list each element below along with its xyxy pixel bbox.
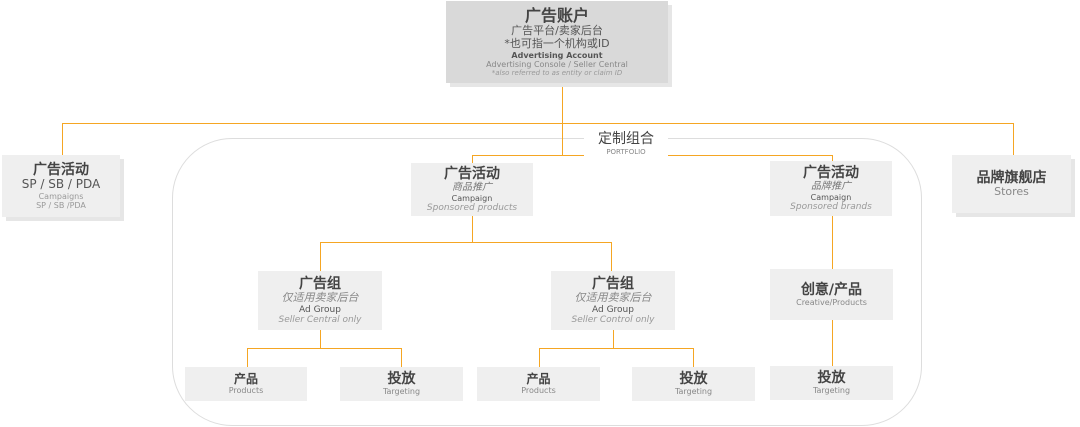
creative-node: 创意/产品 Creative/Products <box>770 269 893 320</box>
node-en: Products <box>228 386 264 396</box>
connector <box>562 84 563 155</box>
connector <box>1013 123 1014 155</box>
connector <box>62 123 63 155</box>
node-title: 广告活动 <box>444 165 500 182</box>
advertising-account-node: 广告账户 广告平台/卖家后台 *也可指一个机构或ID Advertising A… <box>446 1 668 83</box>
targeting-node: 投放 Targeting <box>340 367 463 401</box>
node-title: 产品 <box>233 371 258 386</box>
node-en: Seller Control only <box>571 314 655 325</box>
connector <box>320 242 612 243</box>
connector <box>472 155 473 163</box>
node-en: Targeting <box>674 387 713 397</box>
connector <box>320 242 321 271</box>
node-subtitle: 品牌推广 <box>811 181 851 193</box>
connector <box>320 330 321 348</box>
node-en: Ad Group <box>592 304 634 315</box>
targeting-node: 投放 Targeting <box>632 367 755 401</box>
products-node: 产品 Products <box>477 367 600 401</box>
node-subtitle: 仅适用卖家后台 <box>281 290 359 304</box>
campaign-left-node: 广告活动 SP / SB / PDA Campaigns SP / SB /PD… <box>2 155 120 217</box>
node-en: *also referred to as entity or claim ID <box>491 69 623 77</box>
campaign-sb-node: 广告活动 品牌推广 Campaign Sponsored brands <box>770 161 892 216</box>
node-en: Sponsored brands <box>790 201 872 212</box>
node-title: 品牌旗舰店 <box>976 169 1047 186</box>
node-en: Campaigns <box>38 191 84 201</box>
node-en: Campaign <box>451 193 493 203</box>
node-en: Ad Group <box>299 304 341 315</box>
node-subtitle: *也可指一个机构或ID <box>504 36 610 50</box>
connector <box>539 348 540 367</box>
portfolio-title: 定制组合 <box>598 131 654 147</box>
node-en: Advertising Console / Seller Central <box>486 59 628 69</box>
node-en: Sponsored products <box>426 202 518 213</box>
ad-group-node: 广告组 仅适用卖家后台 Ad Group Seller Central only <box>258 271 382 330</box>
connector <box>613 330 614 348</box>
node-en: SP / SB /PDA <box>36 200 86 210</box>
connector <box>401 348 402 367</box>
node-en: Targeting <box>382 387 421 397</box>
node-en: Targeting <box>812 386 851 396</box>
node-subtitle: SP / SB / PDA <box>21 176 101 191</box>
connector <box>472 216 473 242</box>
connector <box>247 348 402 349</box>
node-subtitle: 仅适用卖家后台 <box>574 290 652 304</box>
stores-node: 品牌旗舰店 Stores <box>952 155 1071 213</box>
node-title: 广告组 <box>592 275 634 292</box>
connector <box>539 348 694 349</box>
node-title: 创意/产品 <box>800 281 863 298</box>
node-en: Advertising Account <box>511 50 603 60</box>
connector <box>247 348 248 367</box>
node-en: Stores <box>994 184 1029 198</box>
node-title: 广告账户 <box>524 5 589 25</box>
node-subtitle: 广告平台/卖家后台 <box>511 24 603 38</box>
portfolio-en: PORTFOLIO <box>606 148 646 156</box>
products-node: 产品 Products <box>185 367 307 401</box>
portfolio-label: 定制组合 PORTFOLIO <box>584 128 668 156</box>
connector <box>832 216 833 269</box>
node-title: 投放 <box>387 371 416 388</box>
node-title: 投放 <box>679 371 708 388</box>
node-title: 广告活动 <box>803 164 859 181</box>
node-title: 广告组 <box>299 275 341 292</box>
connector <box>693 348 694 367</box>
connector <box>832 320 833 367</box>
node-en: Creative/Products <box>796 297 867 307</box>
node-en: Campaign <box>810 192 852 202</box>
node-title: 投放 <box>817 370 846 387</box>
node-title: 广告活动 <box>33 161 89 178</box>
node-title: 产品 <box>526 371 551 386</box>
ad-group-node: 广告组 仅适用卖家后台 Ad Group Seller Control only <box>551 271 675 330</box>
connector <box>611 242 612 271</box>
targeting-node: 投放 Targeting <box>770 366 893 400</box>
connector <box>832 155 833 161</box>
node-en: Products <box>521 386 556 396</box>
node-subtitle: 商品推广 <box>452 182 492 194</box>
node-en: Seller Central only <box>278 314 362 325</box>
portfolio-container <box>172 138 922 426</box>
campaign-sp-node: 广告活动 商品推广 Campaign Sponsored products <box>411 163 533 216</box>
connector <box>62 123 1014 124</box>
